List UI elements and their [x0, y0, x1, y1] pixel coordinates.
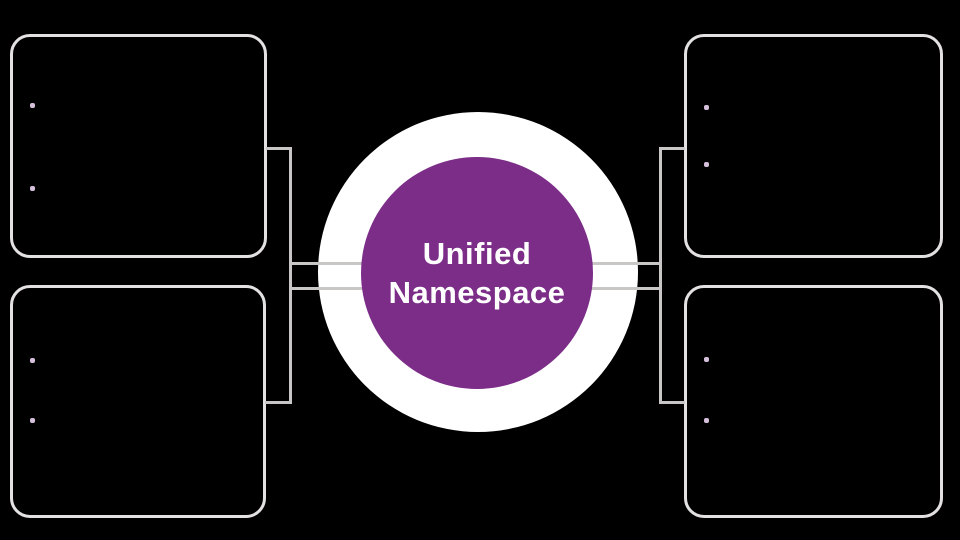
- connector-stub-bottom-right: [660, 401, 685, 404]
- bullet-dot: [704, 105, 709, 110]
- bullet-dot: [30, 418, 35, 423]
- center-node-title-line2: Namespace: [388, 275, 566, 310]
- topic-box-top-left: [10, 34, 267, 258]
- connector-vertical-left: [289, 147, 292, 404]
- center-node: Unified Namespace: [361, 157, 593, 389]
- bullet-dot: [704, 418, 709, 423]
- topic-box-bottom-right: [684, 285, 943, 518]
- center-node-title: Unified Namespace: [389, 234, 566, 312]
- connector-vertical-right: [659, 147, 662, 404]
- connector-stub-top-left: [266, 147, 291, 150]
- bullet-dot: [704, 357, 709, 362]
- bullet-dot: [30, 358, 35, 363]
- topic-box-bottom-left: [10, 285, 266, 518]
- bullet-dot: [30, 186, 35, 191]
- topic-box-top-right: [684, 34, 943, 258]
- connector-stub-bottom-left: [265, 401, 291, 404]
- bullet-dot: [704, 162, 709, 167]
- center-node-title-line1: Unified: [422, 236, 532, 271]
- connector-stub-top-right: [660, 147, 685, 150]
- bullet-dot: [30, 103, 35, 108]
